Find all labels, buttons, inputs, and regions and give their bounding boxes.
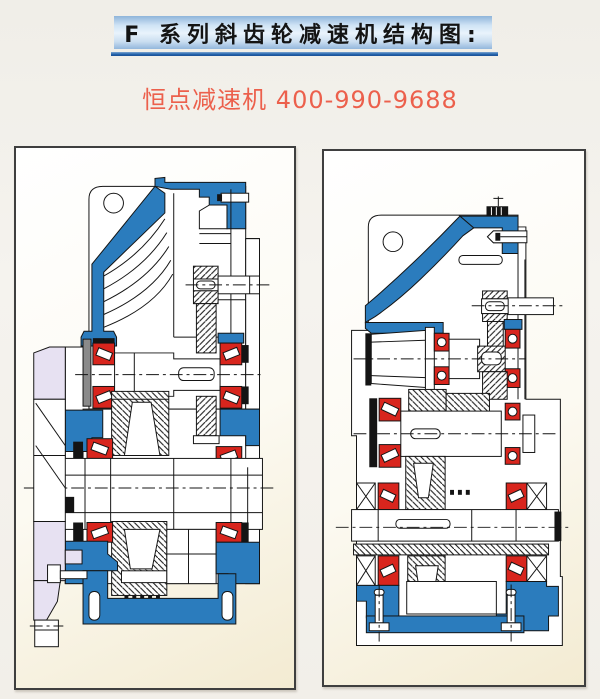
page-title-band: F 系列斜齿轮减速机结构图:: [114, 16, 492, 49]
output-upper-bearings: [356, 482, 548, 511]
output-shaft: [351, 509, 559, 542]
second-stage-gear: [111, 521, 217, 602]
foundation-bolt: [368, 584, 390, 642]
shaft-stub: [34, 619, 59, 648]
first-stage-gear: [111, 390, 220, 456]
output-lower-bearings: [356, 555, 548, 586]
keyway: [65, 496, 75, 513]
page-title: F 系列斜齿轮减速机结构图:: [124, 22, 482, 48]
figure-left-reducer-section: [14, 146, 296, 690]
input-pinion-shaft: [486, 320, 504, 350]
oil-level-marks: [450, 489, 470, 495]
cover-bolt: [88, 591, 101, 621]
lifting-hole: [103, 192, 124, 214]
output-flange: [29, 346, 88, 648]
keyway: [395, 518, 451, 529]
second-shaft-assembly: [353, 319, 526, 400]
third-shaft-assembly: [353, 388, 556, 511]
contact-phone-line: 恒点减速机 400-990-9688: [142, 86, 458, 114]
input-shaft-assembly: [471, 290, 564, 350]
intermediate-shaft-assembly: [75, 332, 265, 409]
output-shaft-assembly: [335, 509, 573, 556]
flange-bolt: [47, 564, 61, 584]
right-reducer-drawing: [335, 196, 573, 646]
splined-bushing: [353, 543, 550, 556]
lifting-hole: [382, 231, 404, 253]
input-pinion-shaft: [195, 303, 217, 354]
housing-blue-wall: [80, 176, 250, 347]
left-reducer-drawing: [23, 176, 275, 648]
input-shaft-assembly: [185, 265, 271, 354]
foundation-bolt: [500, 584, 522, 642]
output-shaft: [62, 457, 263, 530]
oil-plug: [220, 192, 250, 203]
figure-right-reducer-section: [322, 149, 586, 687]
housing-rib-slot: [458, 255, 503, 265]
bottom-housing-cover: [356, 580, 559, 642]
housing-mid-blue: [64, 408, 260, 453]
title-underline: [111, 52, 498, 56]
cover-bolt: [221, 591, 234, 621]
